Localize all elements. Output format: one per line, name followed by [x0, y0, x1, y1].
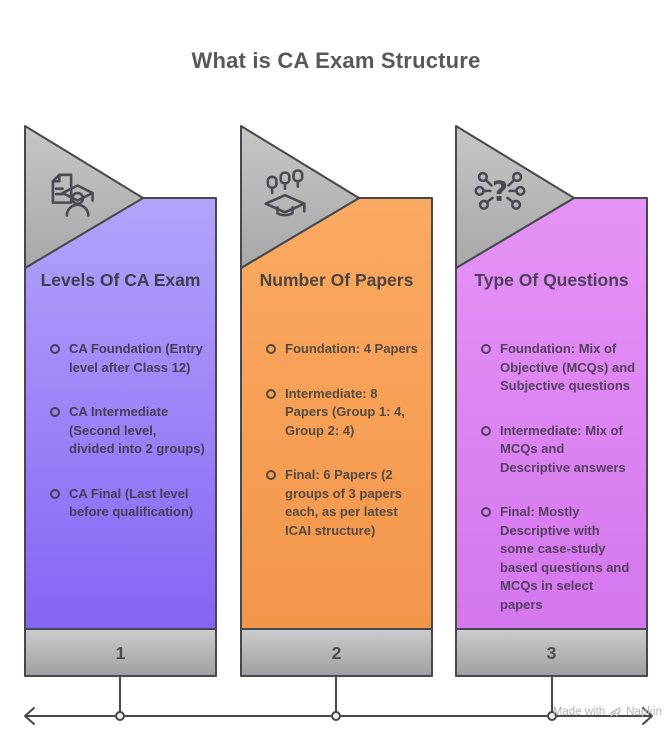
- napkin-logo-icon: [610, 707, 621, 717]
- bullet-circle-icon: [481, 425, 491, 436]
- list-item: Foundation: 4 Papers: [266, 340, 421, 359]
- axis-node-dot: [331, 711, 341, 721]
- column-levels-of-ca-exam: Levels Of CA Exam CA Foundation (Entry l…: [24, 125, 217, 677]
- bullet-circle-icon: [481, 507, 491, 517]
- right-arrow-icon: [642, 707, 653, 725]
- list-item: Foundation: Mix of Objective (MCQs) and …: [481, 340, 636, 396]
- step-number-badge: 1: [115, 643, 126, 663]
- bullet-text: Final: 6 Papers (2 groups of 3 papers ea…: [285, 467, 403, 538]
- list-item: CA Final (Last level before qualificatio…: [50, 485, 205, 522]
- bullet-text: Final: Mostly Descriptive with some case…: [500, 504, 630, 612]
- step-number-badge: 3: [546, 643, 557, 663]
- bullet-circle-icon: [50, 407, 60, 417]
- column-title: Number Of Papers: [259, 270, 414, 290]
- column-type-of-questions: ? Type Of Questions Foundation: Mix of O…: [455, 125, 648, 677]
- left-arrow-icon: [24, 707, 35, 725]
- column-number-of-papers: Number Of Papers Foundation: 4 Papers In…: [240, 125, 433, 677]
- bullet-text: CA Foundation (Entry level after Class 1…: [69, 341, 203, 375]
- bullet-text: CA Final (Last level before qualificatio…: [69, 485, 194, 520]
- watermark-prefix: Made with: [552, 705, 606, 718]
- column-shape: [24, 125, 217, 677]
- pins-graduation-cap-icon: [264, 169, 306, 217]
- column-shape: [240, 125, 433, 677]
- bullet-text: CA Intermediate (Second level, divided i…: [69, 404, 205, 456]
- bullet-circle-icon: [266, 344, 276, 354]
- list-item: Final: 6 Papers (2 groups of 3 papers ea…: [266, 466, 421, 540]
- bullet-list: CA Foundation (Entry level after Class 1…: [24, 340, 217, 522]
- bullet-text: Foundation: 4 Papers: [285, 341, 418, 356]
- watermark-brand: Napkin: [626, 705, 662, 718]
- bullet-circle-icon: [481, 344, 491, 354]
- bullet-circle-icon: [266, 388, 276, 399]
- bullet-list: Foundation: Mix of Objective (MCQs) and …: [455, 340, 648, 614]
- timeline-axis: [24, 677, 653, 725]
- list-item: Intermediate: Mix of MCQs and Descriptiv…: [481, 422, 636, 478]
- column-shape: [455, 125, 648, 677]
- question-mark-glyph: ?: [492, 175, 508, 208]
- napkin-watermark: Made with Napkin: [553, 705, 662, 718]
- page-title: What is CA Exam Structure: [191, 48, 481, 73]
- document-graduate-icon: [51, 173, 94, 217]
- bullet-text: Intermediate: Mix of MCQs and Descriptiv…: [500, 422, 626, 475]
- list-item: CA Foundation (Entry level after Class 1…: [50, 340, 205, 377]
- list-item: CA Intermediate (Second level, divided i…: [50, 403, 205, 459]
- list-item: Final: Mostly Descriptive with some case…: [481, 503, 636, 614]
- axis-node-dot: [547, 711, 557, 721]
- column-title: Type Of Questions: [474, 270, 629, 290]
- bullet-text: Foundation: Mix of Objective (MCQs) and …: [500, 341, 636, 393]
- bullet-list: Foundation: 4 Papers Intermediate: 8 Pap…: [240, 340, 433, 540]
- step-number-badge: 2: [331, 643, 342, 663]
- list-item: Intermediate: 8 Papers (Group 1: 4, Grou…: [266, 385, 421, 441]
- bullet-circle-icon: [50, 488, 60, 499]
- column-title: Levels Of CA Exam: [40, 270, 201, 290]
- bullet-circle-icon: [50, 344, 60, 354]
- axis-node-dot: [115, 711, 125, 721]
- bullet-circle-icon: [266, 470, 276, 480]
- question-options-icon: ?: [474, 171, 526, 210]
- bullet-text: Intermediate: 8 Papers (Group 1: 4, Grou…: [285, 385, 405, 438]
